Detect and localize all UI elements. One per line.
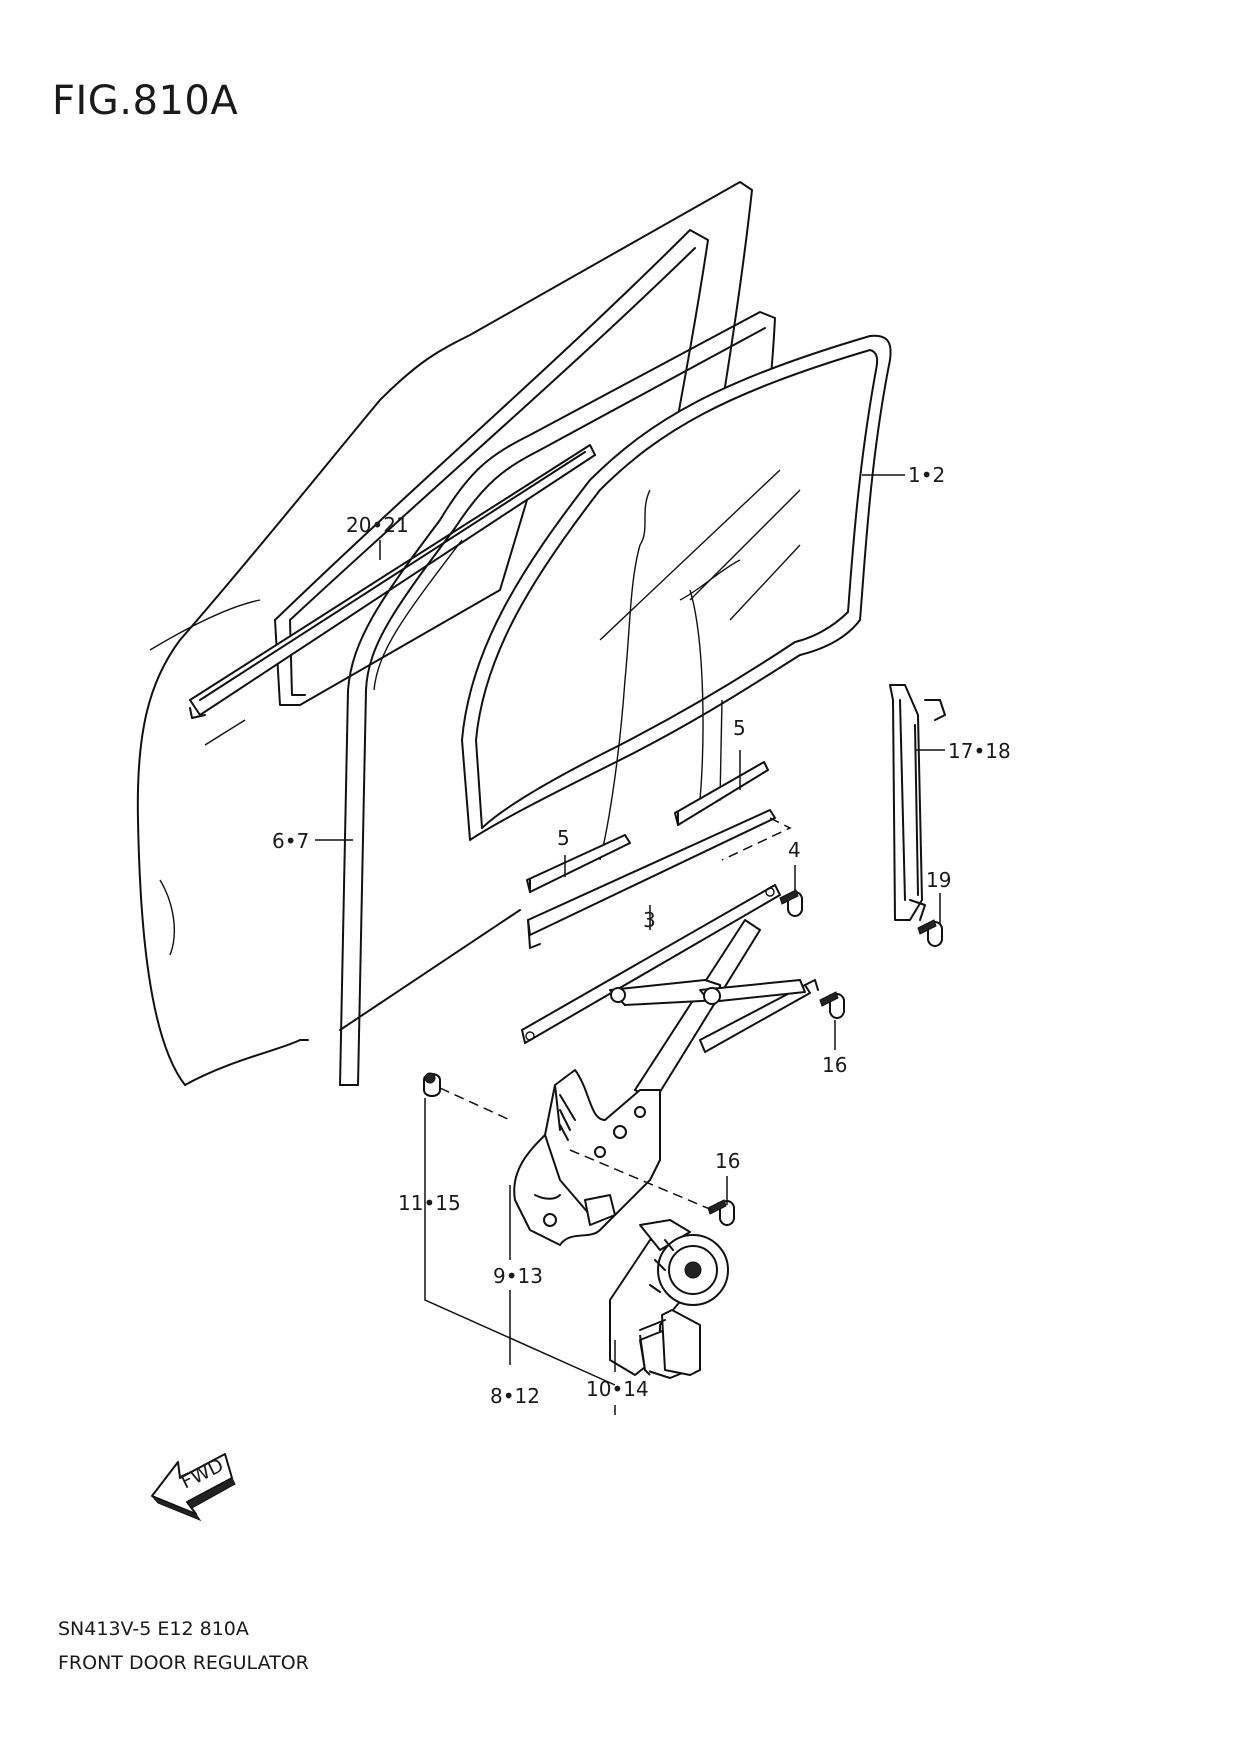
door-panel — [136, 181, 753, 1086]
door-glass — [461, 334, 892, 861]
regulator-rail-lower — [699, 979, 819, 1053]
regulator-arm-main — [609, 919, 806, 1101]
bolt-16-lower — [707, 1199, 735, 1226]
callout-1-2: 1•2 — [908, 463, 945, 487]
bolt-11-15 — [423, 1072, 441, 1097]
figure-name: FRONT DOOR REGULATOR — [58, 1652, 309, 1674]
callout-4: 4 — [788, 838, 801, 862]
window-motor — [609, 1219, 729, 1379]
glass-channel-rear — [674, 761, 769, 826]
regulator-rail-upper — [521, 884, 781, 1044]
glass-bottom-channel — [527, 809, 792, 949]
callout-3: 3 — [643, 908, 656, 932]
callout-19: 19 — [926, 868, 951, 892]
callout-6-7: 6•7 — [272, 829, 309, 853]
callout-16-upper: 16 — [822, 1053, 847, 1077]
rear-sash-channel — [889, 684, 946, 921]
callout-5-rear: 5 — [733, 716, 746, 740]
callout-labels: 1•2 20•21 17•18 5 5 6•7 4 19 3 16 16 11•… — [272, 463, 1011, 1408]
callout-20-21: 20•21 — [346, 513, 409, 537]
callout-9-13: 9•13 — [493, 1264, 543, 1288]
bolt-19 — [917, 919, 943, 947]
callout-10-14: 10•14 — [586, 1377, 649, 1401]
leader-lines — [315, 474, 945, 1415]
fwd-arrow: FWD — [151, 1453, 236, 1522]
callout-17-18: 17•18 — [948, 739, 1011, 763]
assembly-line-16 — [569, 1149, 713, 1211]
figure-title: FIG.810A — [52, 78, 239, 124]
bolt-16-upper — [819, 991, 845, 1019]
callout-8-12: 8•12 — [490, 1384, 540, 1408]
glass-channel-front — [526, 834, 631, 893]
figure-code: SN413V-5 E12 810A — [58, 1618, 249, 1640]
assembly-line-11-15 — [439, 1087, 511, 1121]
callout-16-lower: 16 — [715, 1149, 740, 1173]
callout-11-15: 11•15 — [398, 1191, 461, 1215]
belt-moulding — [189, 444, 596, 719]
callout-5-front: 5 — [557, 826, 570, 850]
bolt-4 — [779, 889, 803, 917]
